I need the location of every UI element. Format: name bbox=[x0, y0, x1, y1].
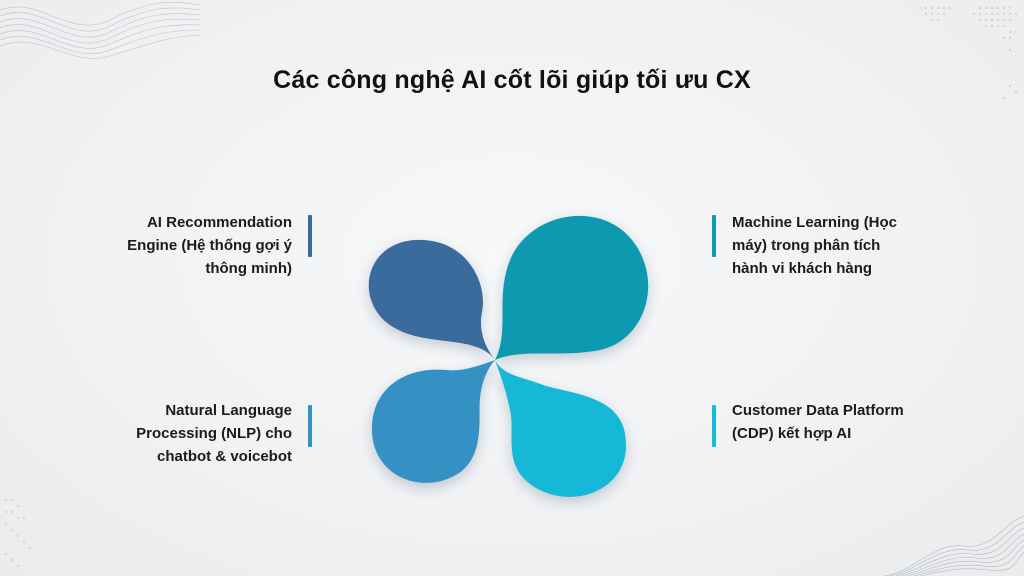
item-nlp: Natural Language Processing (NLP) cho ch… bbox=[92, 399, 292, 468]
wave-decoration-bottom-right bbox=[884, 515, 1024, 576]
dotted-decoration-bottom-left bbox=[4, 498, 32, 568]
item-machine-learning: Machine Learning (Học máy) trong phân tí… bbox=[732, 211, 952, 280]
item-line: Natural Language bbox=[165, 402, 292, 419]
accent-bar-ai-recommendation bbox=[308, 215, 312, 257]
accent-bar-nlp bbox=[308, 405, 312, 447]
item-line: chatbot & voicebot bbox=[156, 448, 292, 465]
item-line: Processing (NLP) cho bbox=[136, 425, 292, 442]
petal-top-left bbox=[368, 239, 495, 360]
petal-bottom-left bbox=[371, 360, 495, 483]
item-line: Engine (Hệ thống gợi ý bbox=[127, 237, 292, 254]
dotted-map-decoration-top-right bbox=[918, 6, 1018, 100]
wave-decoration-top-left bbox=[0, 1, 200, 59]
petal-top-right bbox=[495, 215, 649, 360]
item-line: máy) trong phân tích bbox=[732, 237, 881, 254]
item-cdp: Customer Data Platform (CDP) kết hợp AI bbox=[732, 399, 952, 445]
petal-diagram bbox=[368, 215, 649, 497]
accent-bar-cdp bbox=[712, 405, 716, 447]
slide-title: Các công nghệ AI cốt lõi giúp tối ưu CX bbox=[273, 66, 751, 94]
accent-bar-machine-learning bbox=[712, 215, 716, 257]
item-ai-recommendation-engine: AI Recommendation Engine (Hệ thống gợi ý… bbox=[92, 211, 292, 280]
item-line: (CDP) kết hợp AI bbox=[732, 425, 852, 442]
petal-bottom-right bbox=[495, 360, 627, 497]
item-line: Customer Data Platform bbox=[732, 402, 904, 419]
item-line: hành vi khách hàng bbox=[732, 260, 873, 277]
item-line: thông minh) bbox=[205, 260, 292, 277]
item-line: Machine Learning (Học bbox=[732, 214, 898, 231]
item-line: AI Recommendation bbox=[146, 214, 292, 231]
